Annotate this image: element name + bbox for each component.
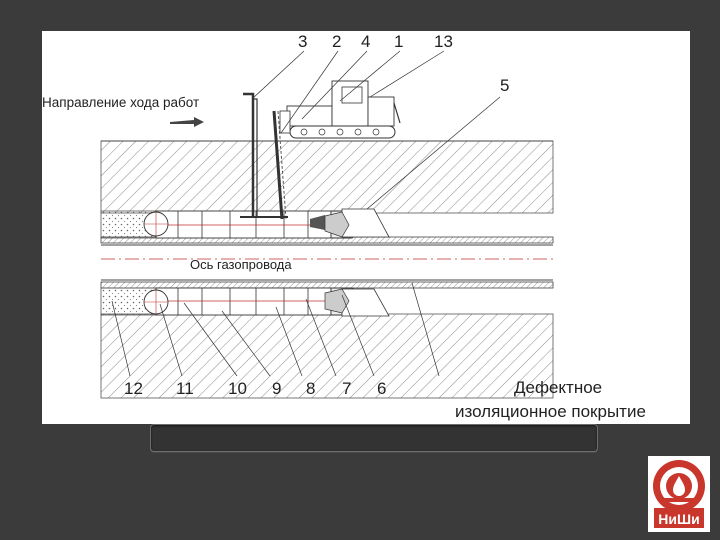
label-6: 6: [377, 379, 386, 398]
label-3: 3: [298, 32, 307, 51]
caption-bar: [150, 424, 598, 452]
soil-upper: [100, 140, 554, 214]
institute-logo: НиШи: [648, 456, 710, 532]
leader-lines-bottom: [111, 282, 440, 377]
pipe-wall-bottom: [100, 279, 554, 289]
label-12: 12: [124, 379, 143, 398]
label-11: 11: [176, 379, 194, 398]
leader-lines-top: [251, 50, 501, 210]
direction-label: Направление хода работ: [42, 95, 199, 110]
tractor: [279, 80, 401, 139]
defect-label-line1: Дефектное: [514, 378, 602, 397]
excavator-boom: [240, 92, 288, 220]
direction-arrow-icon: [170, 117, 204, 127]
label-7: 7: [342, 379, 351, 398]
machine-train-upper: [143, 208, 390, 239]
machine-train-lower: [143, 287, 390, 317]
label-5: 5: [500, 76, 509, 95]
label-4: 4: [361, 32, 370, 51]
pipeline-repair-diagram: Ось газопровода: [42, 31, 690, 424]
label-10: 10: [228, 379, 247, 398]
axis-label: Ось газопровода: [190, 257, 292, 272]
label-1: 1: [394, 32, 403, 51]
label-8: 8: [306, 379, 315, 398]
label-9: 9: [272, 379, 281, 398]
label-13: 13: [434, 32, 453, 51]
defect-label-line2: изоляционное покрытие: [455, 402, 646, 421]
logo-text: НиШи: [658, 511, 699, 527]
soil-lower: [100, 313, 554, 399]
label-2: 2: [332, 32, 341, 51]
